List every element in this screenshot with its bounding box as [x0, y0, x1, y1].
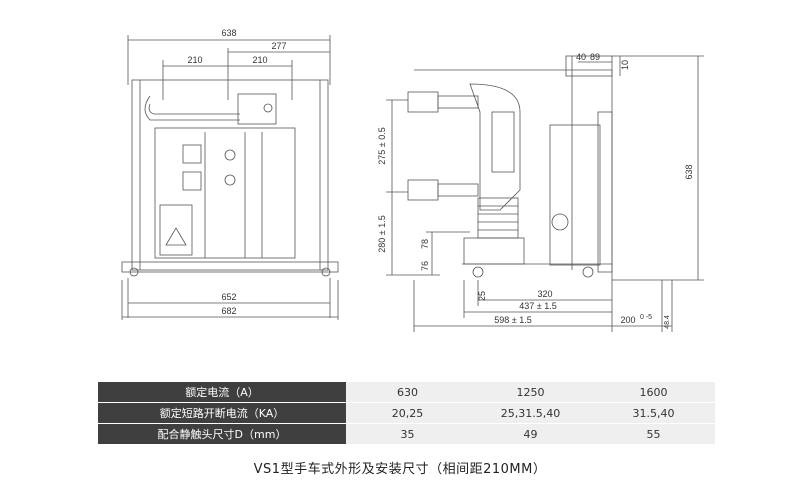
dim-200-tolerance: 0 -5 [640, 314, 652, 321]
dim-598: 598 ± 1.5 [494, 315, 531, 325]
dim-275: 275 ± 0.5 [377, 127, 387, 164]
dim-40: 40 [576, 52, 586, 62]
dim-210-right: 210 [252, 55, 267, 65]
dim-638-side: 638 [684, 164, 694, 179]
cell: 630 [346, 382, 469, 403]
cell: 1250 [469, 382, 592, 403]
dim-10: 10 [620, 60, 630, 70]
cell: 1600 [592, 382, 715, 403]
dim-682: 682 [221, 306, 236, 316]
row-label: 额定电流（A） [98, 382, 346, 403]
cell: 20,25 [346, 402, 469, 424]
dim-638-top: 638 [221, 28, 236, 38]
dim-78: 78 [420, 239, 430, 249]
dim-280: 280 ± 1.5 [377, 215, 387, 252]
cell: 25,31.5,40 [469, 402, 592, 424]
table-row: 额定电流（A） 630 1250 1600 [98, 382, 715, 403]
dim-48-4: 48.4 [664, 315, 671, 329]
spec-table: 额定电流（A） 630 1250 1600 额定短路开断电流（KA） 20,25… [98, 382, 715, 445]
dim-200: 200 [620, 315, 635, 325]
cell: 55 [592, 423, 715, 445]
cell: 35 [346, 423, 469, 445]
figure-caption: VS1型手车式外形及安装尺寸（相间距210MM） [253, 462, 547, 477]
dim-652: 652 [221, 292, 236, 302]
dim-76: 76 [420, 261, 430, 271]
dim-210-left: 210 [187, 55, 202, 65]
dim-437: 437 ± 1.5 [519, 301, 556, 311]
dimension-drawing: 638 277 210 210 652 682 40 89 10 638 275… [121, 28, 704, 332]
cell: 31.5,40 [592, 402, 715, 424]
dim-25: 25 [477, 291, 487, 301]
cell: 49 [469, 423, 592, 445]
dim-277: 277 [271, 41, 286, 51]
table-row: 额定短路开断电流（KA） 20,25 25,31.5,40 31.5,40 [98, 402, 715, 424]
table-row: 配合静触头尺寸D（mm） 35 49 55 [98, 423, 715, 445]
row-label: 配合静触头尺寸D（mm） [98, 423, 346, 445]
row-label: 额定短路开断电流（KA） [98, 402, 346, 424]
dim-89: 89 [590, 52, 600, 62]
dim-320: 320 [537, 289, 552, 299]
